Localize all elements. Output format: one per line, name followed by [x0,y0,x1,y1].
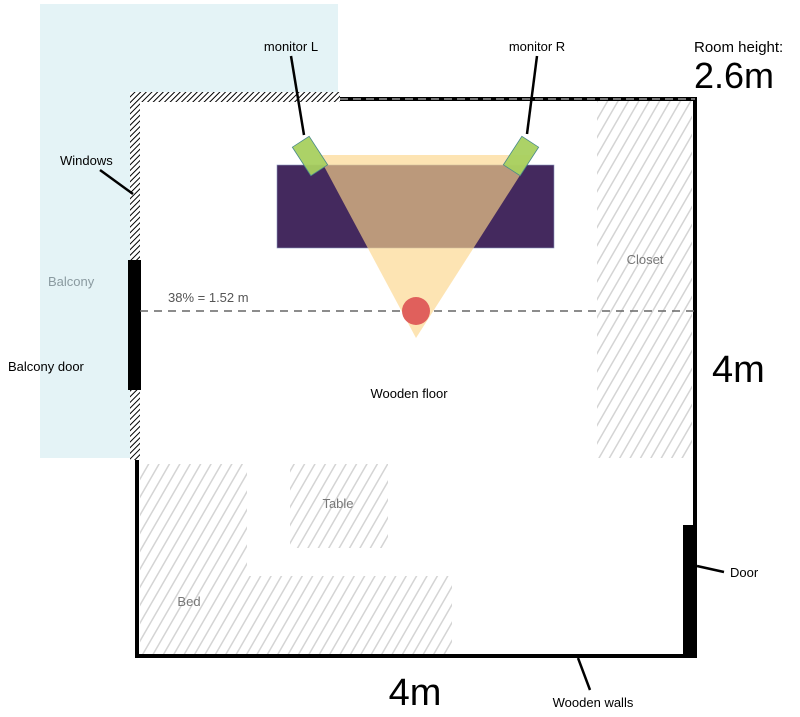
width-right-label: 4m [712,349,765,391]
width-bottom-label: 4m [389,672,442,714]
room-height-value: 2.6m [694,55,774,96]
listening-position-label: 38% = 1.52 m [168,290,249,305]
door [683,525,697,658]
monitor-right [502,135,540,177]
bed [140,464,452,655]
closet-label: Closet [627,252,664,267]
window-top [130,92,340,102]
walls-label: Wooden walls [553,695,634,710]
monitor-left [291,135,329,177]
door-label: Door [730,565,759,580]
leader-lines [99,55,725,691]
balcony-door [128,260,141,390]
table [290,464,388,548]
bed-label: Bed [177,594,200,609]
balcony-label: Balcony [48,274,95,289]
monitor-left-label: monitor L [264,39,318,54]
closet [597,101,692,458]
listener-position [402,297,430,325]
monitor-right-label: monitor R [509,39,565,54]
windows-label: Windows [60,153,113,168]
table-label: Table [322,496,353,511]
stereo-triangle [318,155,533,338]
balcony-door-label: Balcony door [8,359,85,374]
room-height-label: Room height: [694,39,783,56]
floor-label: Wooden floor [370,386,448,401]
